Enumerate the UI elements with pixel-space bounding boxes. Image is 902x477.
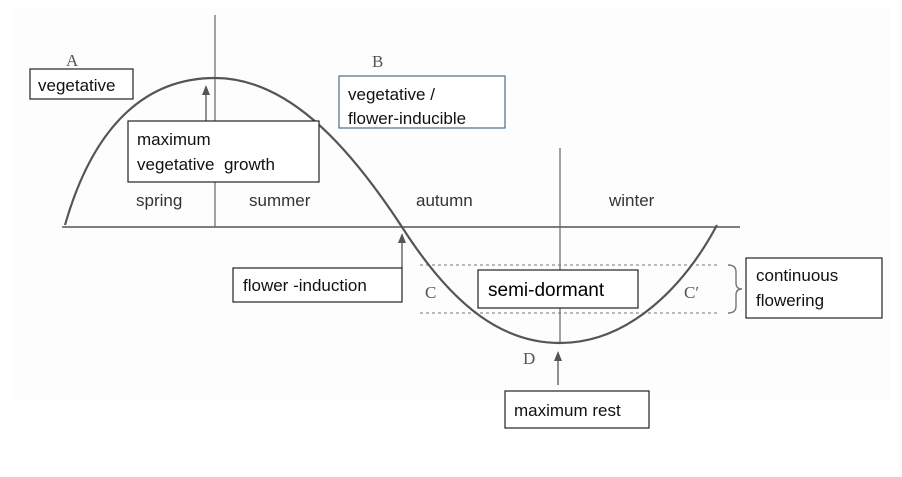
figure-background bbox=[12, 8, 890, 400]
max-growth-arrow-head bbox=[202, 85, 210, 95]
continuous-flowering-box bbox=[745, 257, 883, 319]
flower-induction-arrow-head bbox=[398, 233, 406, 243]
season-autumn: autumn bbox=[416, 191, 473, 210]
point-b-label: B bbox=[372, 52, 383, 71]
season-winter: winter bbox=[608, 191, 655, 210]
continuous-flowering-line1: continuous bbox=[756, 266, 838, 285]
maximum-rest-label: maximum rest bbox=[514, 401, 621, 420]
flower-induction-label: flower -induction bbox=[243, 276, 367, 295]
vegetative-flower-inducible-line1: vegetative / bbox=[348, 85, 435, 104]
flower-induction-box bbox=[232, 267, 403, 303]
season-spring: spring bbox=[136, 191, 182, 210]
continuous-flowering-brace bbox=[727, 264, 743, 314]
maximum-vegetative-growth-line1: maximum bbox=[137, 130, 211, 149]
semi-dormant-label: semi-dormant bbox=[488, 280, 605, 301]
point-c-label: C bbox=[425, 283, 436, 302]
vegetative-box bbox=[29, 68, 134, 100]
point-c-prime-label: C′ bbox=[684, 283, 699, 302]
continuous-flowering-line2: flowering bbox=[756, 291, 824, 310]
vegetative-flower-inducible-line2: flower-inducible bbox=[348, 109, 466, 128]
maximum-rest-box bbox=[504, 390, 650, 429]
growth-curve bbox=[63, 76, 718, 345]
season-summer: summer bbox=[249, 191, 311, 210]
semi-dormant-box bbox=[477, 269, 639, 309]
vegetative-flower-inducible-box bbox=[338, 75, 506, 129]
max-rest-arrow-head bbox=[554, 351, 562, 361]
maximum-vegetative-growth-box bbox=[127, 120, 320, 183]
vegetative-label: vegetative bbox=[38, 76, 116, 95]
maximum-vegetative-growth-line2: vegetative growth bbox=[137, 155, 275, 174]
point-a-label: A bbox=[66, 51, 79, 70]
point-d-label: D bbox=[523, 349, 535, 368]
